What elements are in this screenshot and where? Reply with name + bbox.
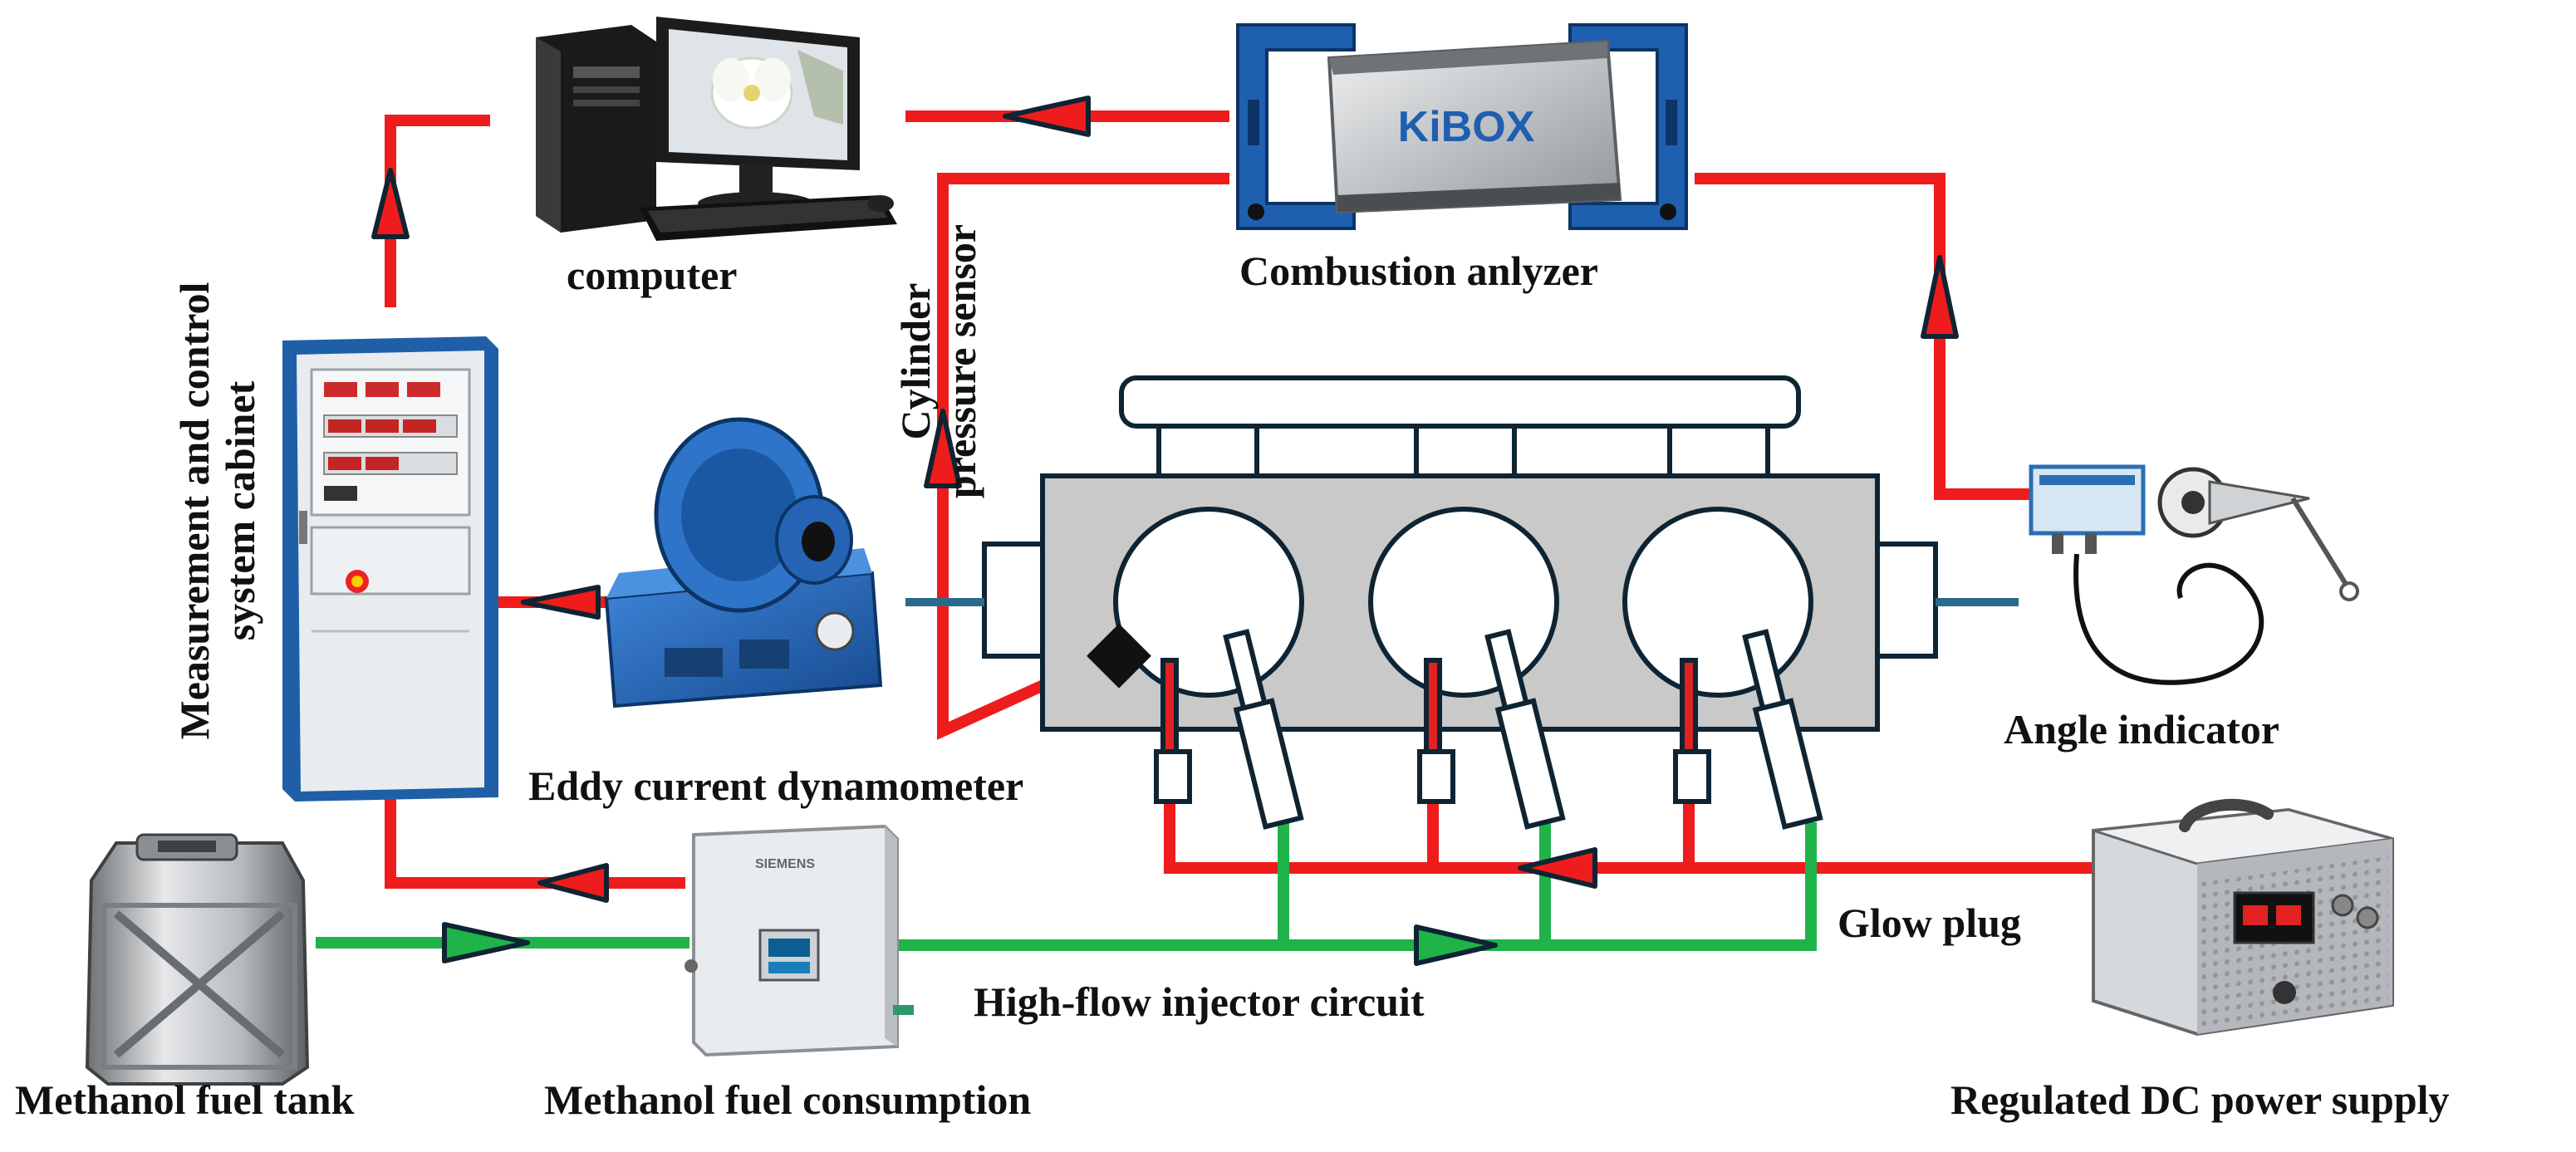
label-methanol-fuel-consumption: Methanol fuel consumption bbox=[544, 1076, 1032, 1123]
label-computer: computer bbox=[567, 252, 738, 298]
arrow-left-analyzer-computer bbox=[1003, 96, 1091, 137]
label-methanol-fuel-tank: Methanol fuel tank bbox=[15, 1076, 355, 1123]
glow-plugs-and-injectors bbox=[1154, 629, 1823, 830]
control-cabinet-image bbox=[282, 336, 498, 801]
arrow-up-pressure-sensor bbox=[924, 409, 962, 488]
label-cylinder-pressure-sensor-line1: Cylinder bbox=[892, 282, 939, 440]
label-high-flow-injector-circuit: High-flow injector circuit bbox=[974, 978, 1425, 1025]
label-cylinder-pressure-sensor: Cylinder pressure sensor bbox=[892, 141, 993, 581]
dynamometer-image bbox=[604, 417, 883, 708]
pressure-sensor-icon bbox=[1087, 623, 1151, 689]
arrow-left-dyno-cabinet bbox=[521, 585, 601, 620]
analyzer-logo: KiBOX bbox=[1398, 103, 1535, 151]
fuel-consumption-meter-image: SIEMENS bbox=[684, 824, 914, 1057]
cylinder-2 bbox=[1368, 507, 1559, 698]
label-measurement-cabinet-line1: Measurement and control bbox=[171, 282, 218, 740]
label-angle-indicator: Angle indicator bbox=[2004, 706, 2279, 752]
arrow-up-angle-indicator bbox=[1921, 255, 1959, 339]
arrow-left-fuelmeter-cabinet bbox=[537, 863, 609, 903]
line-power-to-glowplugs bbox=[1164, 801, 2093, 874]
combustion-analyzer-image: KiBOX bbox=[1236, 23, 1688, 230]
label-glow-plug: Glow plug bbox=[1838, 900, 2021, 946]
flow-arrows bbox=[371, 96, 1959, 966]
angle-indicator-image bbox=[2029, 464, 2359, 685]
intake-manifold bbox=[1119, 375, 1801, 429]
label-combustion-analyzer: Combustion anlyzer bbox=[1239, 248, 1598, 294]
line-cabinet-to-computer bbox=[385, 115, 490, 307]
fuel-tank-image bbox=[85, 833, 310, 1086]
arrow-left-power-glowplug bbox=[1518, 847, 1597, 889]
label-measurement-cabinet-line2: system cabinet bbox=[217, 380, 263, 641]
arrow-up-cabinet-computer bbox=[371, 168, 410, 239]
label-eddy-current-dynamometer: Eddy current dynamometer bbox=[528, 762, 1024, 809]
computer-image bbox=[536, 17, 897, 241]
line-fuelmeter-to-cabinet bbox=[385, 797, 685, 889]
line-fuelmeter-to-injectors bbox=[897, 822, 1817, 951]
arrow-right-tank-fuelmeter bbox=[442, 922, 530, 963]
label-measurement-cabinet: Measurement and control system cabinet bbox=[171, 262, 272, 760]
label-cylinder-pressure-sensor-line2: pressure sensor bbox=[938, 223, 984, 499]
cylinder-1 bbox=[1113, 507, 1304, 698]
fuel-meter-brand: SIEMENS bbox=[755, 857, 815, 871]
cylinder-3 bbox=[1622, 507, 1813, 698]
power-supply-image bbox=[2092, 798, 2394, 1037]
label-regulated-dc-power-supply: Regulated DC power supply bbox=[1950, 1076, 2450, 1123]
arrow-right-fuel-injectors bbox=[1414, 924, 1498, 966]
